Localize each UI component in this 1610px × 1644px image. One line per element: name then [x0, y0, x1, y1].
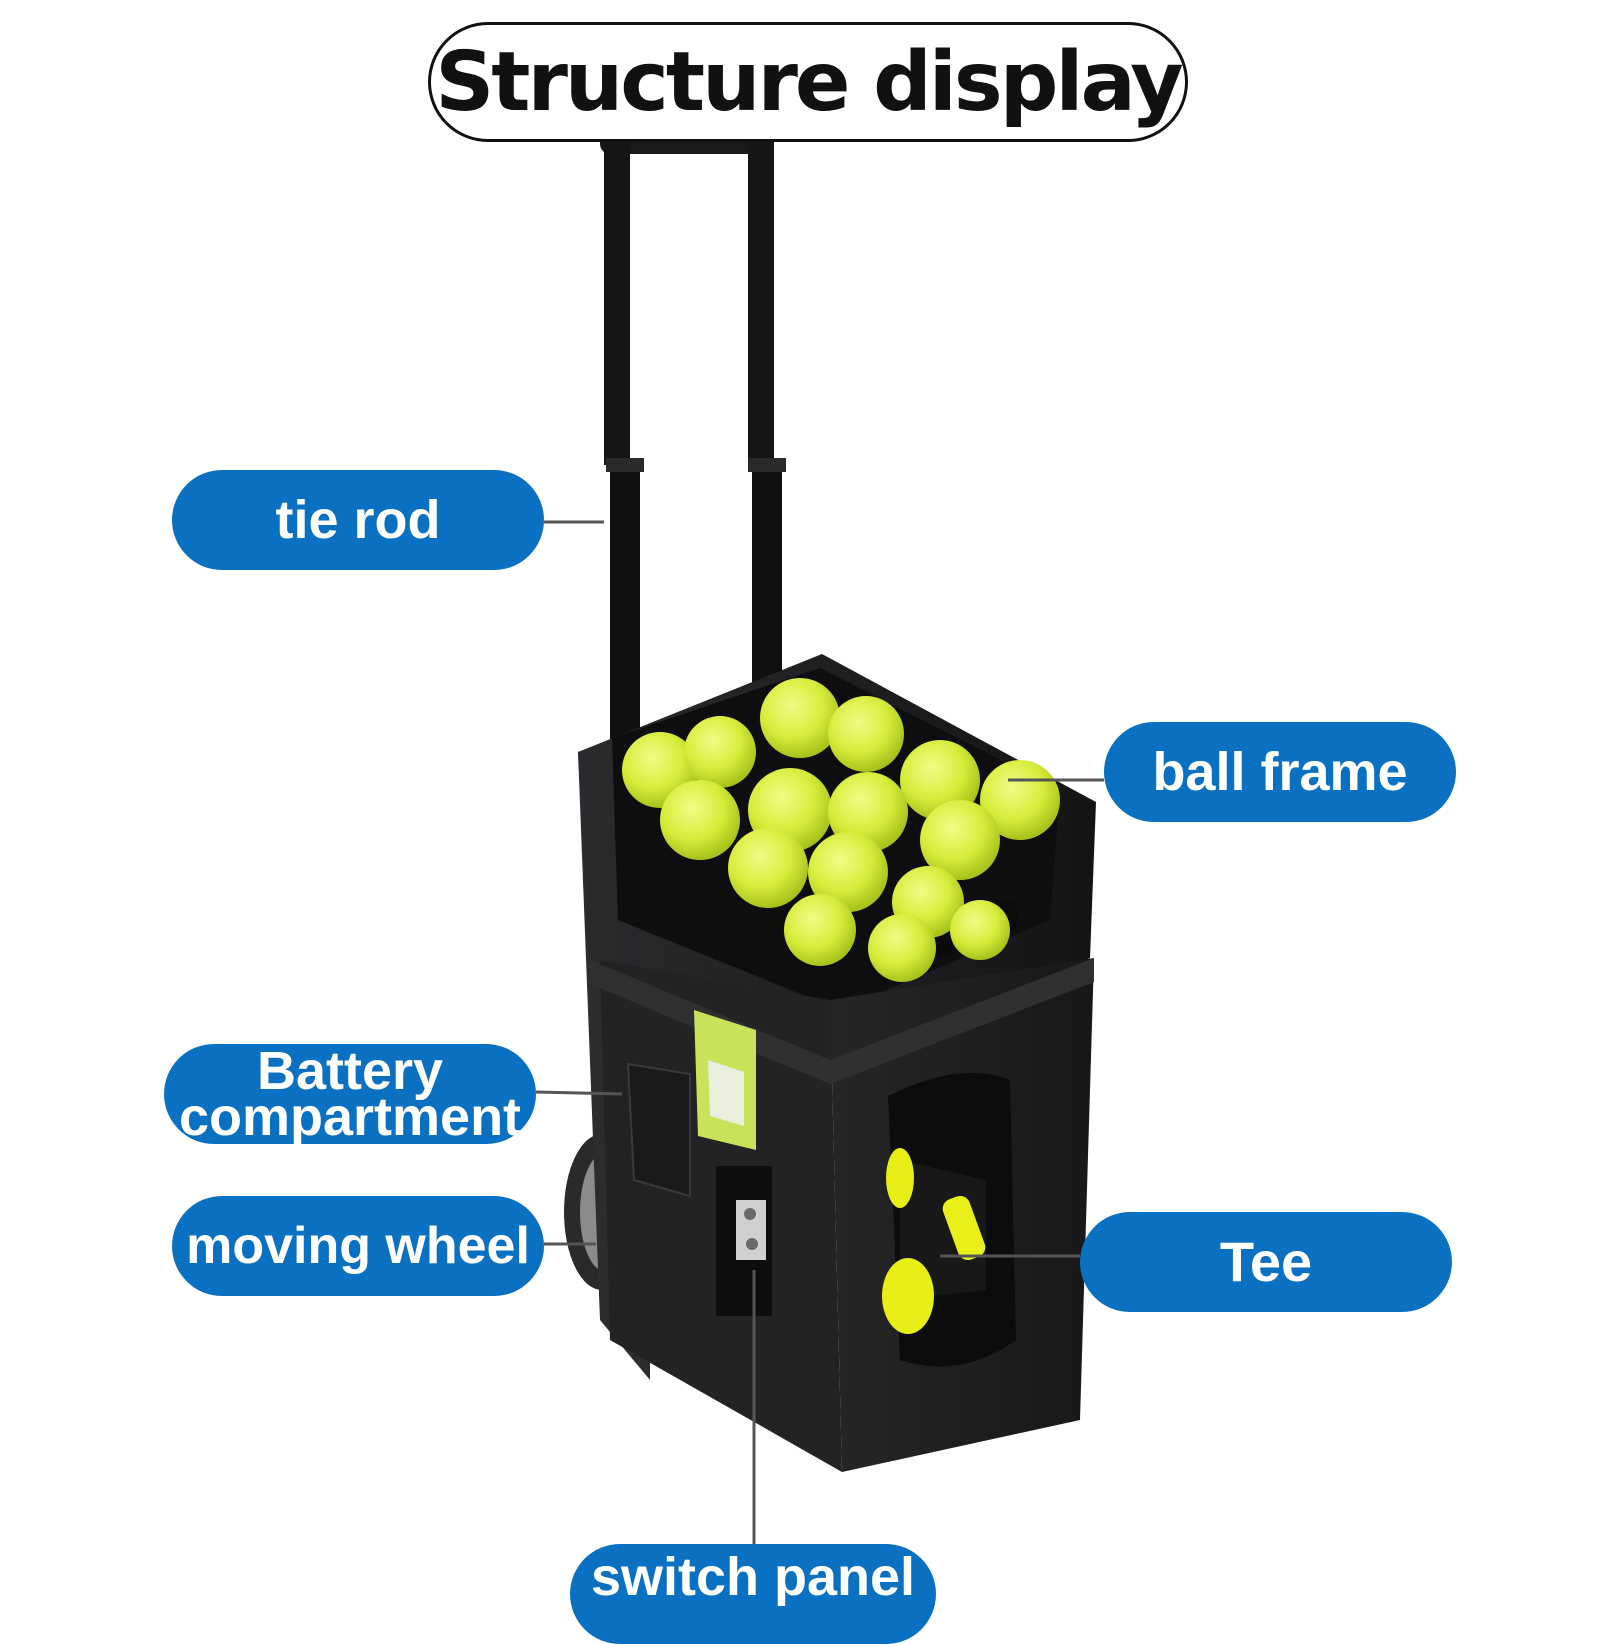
label-ball-frame-text: ball frame: [1152, 742, 1408, 802]
diagram-stage: Structure display tie rod Battery compar…: [164, 22, 1456, 1644]
label-switch-panel-text: switch panel: [590, 1547, 916, 1607]
ball-machine-illustration: [535, 128, 1104, 1544]
label-battery-line2: compartment: [178, 1087, 522, 1144]
leader-battery: [535, 1090, 623, 1096]
leader-lines: [535, 520, 1104, 1544]
label-battery-line1: Battery: [256, 1044, 444, 1101]
label-switch-panel: switch panel: [570, 1544, 936, 1644]
label-ball-frame: ball frame: [1104, 722, 1456, 822]
tee-mechanism: [882, 1148, 986, 1334]
switch-panel-hardware: [716, 1166, 772, 1316]
label-tie-rod-text: tie rod: [275, 490, 441, 550]
label-tee: Tee: [1080, 1212, 1452, 1312]
diagram-title: Structure display: [428, 22, 1188, 142]
label-moving-wheel: moving wheel: [172, 1196, 544, 1296]
product-label-sticker: [694, 1010, 756, 1150]
tennis-balls: [622, 678, 1060, 982]
label-tee-text: Tee: [1219, 1230, 1313, 1293]
label-moving-wheel-text: moving wheel: [186, 1217, 530, 1275]
tie-rod-handle: [600, 128, 786, 755]
label-tie-rod: tie rod: [172, 470, 544, 570]
label-battery-compartment: Battery compartment: [164, 1044, 536, 1144]
